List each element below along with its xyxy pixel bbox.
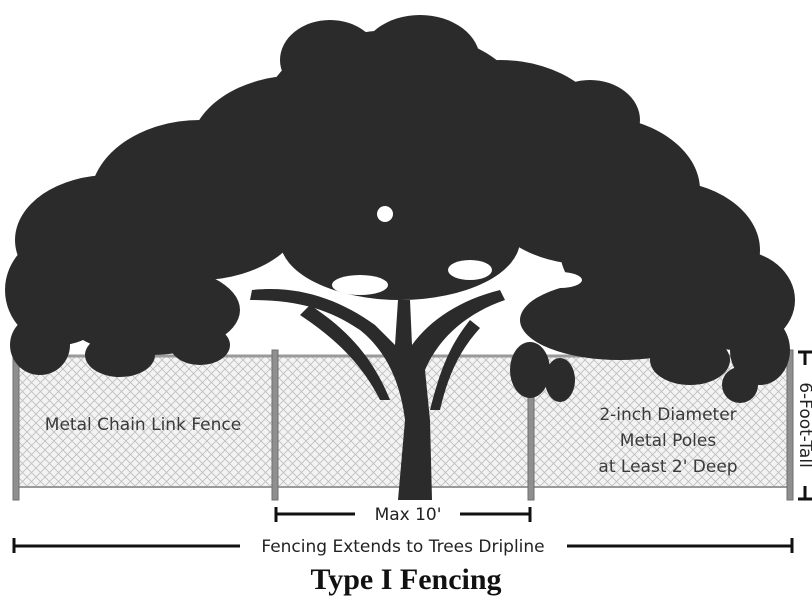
extent-label: Fencing Extends to Trees Dripline <box>261 537 544 557</box>
fence-pole <box>12 349 20 501</box>
height-label: 6-Foot-Tall <box>795 382 812 468</box>
poles-label-line3: at Least 2' Deep <box>598 457 737 477</box>
poles-label: 2-inch Diameter Metal Poles at Least 2' … <box>598 405 737 477</box>
height-dimension <box>798 350 812 501</box>
max-spacing-label: Max 10' <box>375 505 442 525</box>
fence-pole <box>786 349 794 501</box>
extent-dimension <box>12 538 794 553</box>
poles-label-line2: Metal Poles <box>620 431 717 451</box>
fence-pole <box>271 349 279 501</box>
max-spacing-dimension <box>274 507 532 522</box>
diagram-caption: Type I Fencing <box>310 563 502 596</box>
poles-label-line1: 2-inch Diameter <box>599 405 736 425</box>
canopy-gaps <box>332 206 582 295</box>
tree-silhouette <box>5 15 795 500</box>
fence-type-label: Metal Chain Link Fence <box>45 415 241 435</box>
